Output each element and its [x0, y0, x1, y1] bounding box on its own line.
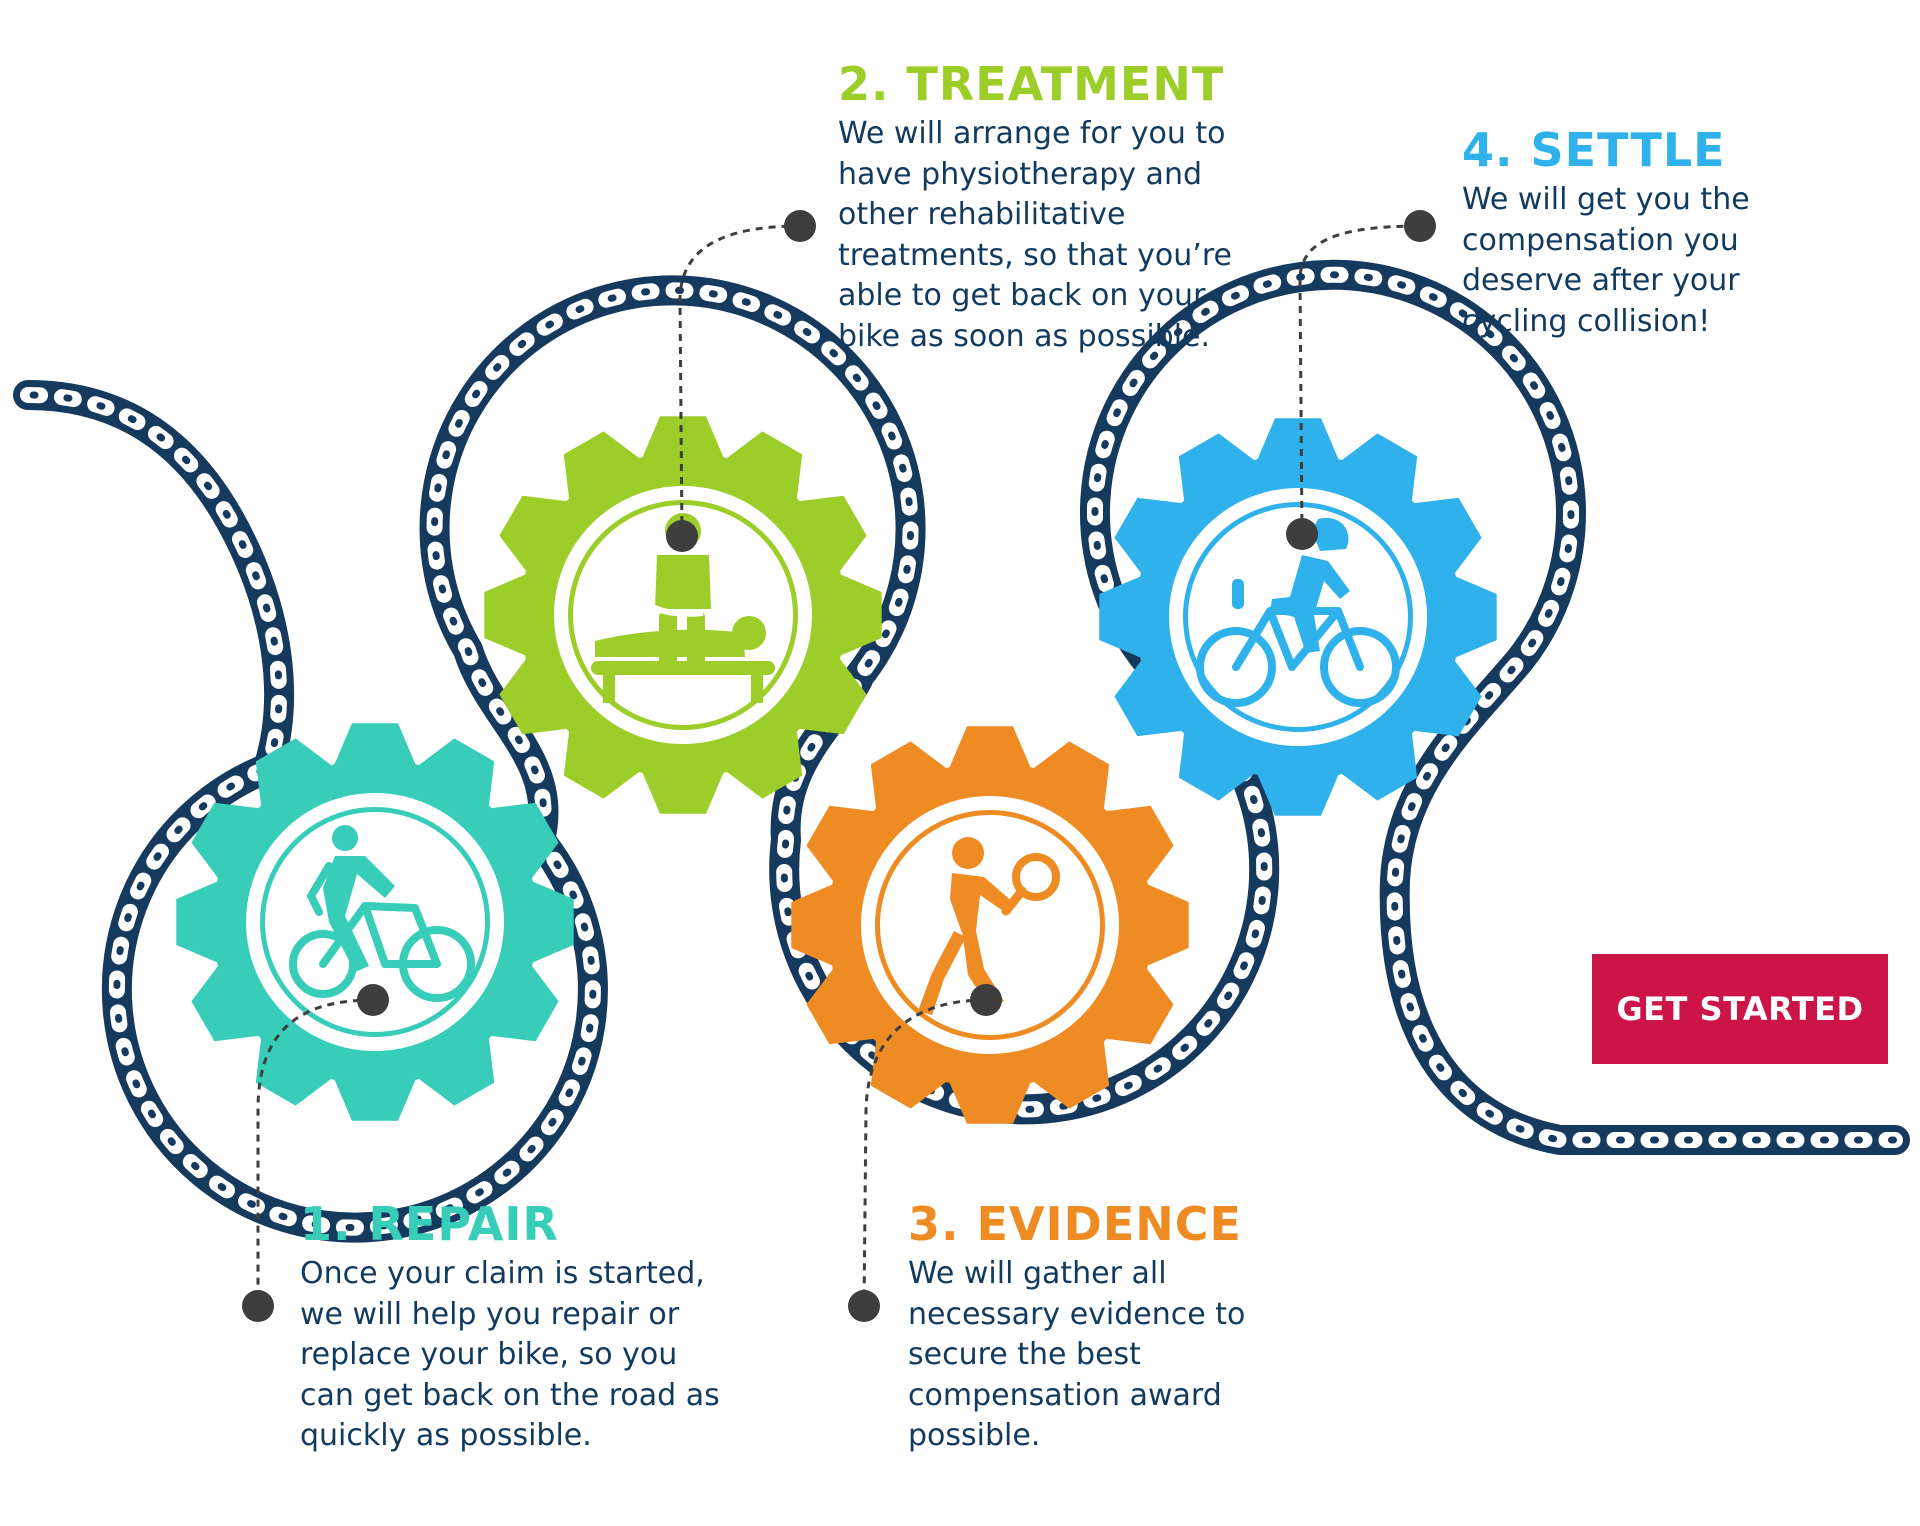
step-treatment-text: We will arrange for you to have physioth…: [838, 116, 1232, 354]
connector-evidence: [848, 984, 1002, 1322]
connector-settle: [1286, 210, 1436, 550]
connector-dot: [242, 1290, 274, 1322]
step-evidence: 3. EVIDENCE We will gather all necessary…: [908, 1198, 1288, 1457]
step-settle-text: We will get you the compensation you des…: [1462, 182, 1750, 339]
cyclist-icon: [289, 825, 475, 1002]
step-repair: 1. REPAIR Once your claim is started, we…: [300, 1198, 740, 1457]
step-settle-title: 4. SETTLE: [1462, 123, 1726, 177]
connector-dot: [970, 984, 1002, 1016]
connector-dot: [848, 1290, 880, 1322]
step-evidence-title: 3. EVIDENCE: [908, 1197, 1242, 1251]
cyclist-helmet-icon: [1196, 517, 1400, 707]
connector-dot: [784, 210, 816, 242]
step-settle: 4. SETTLE We will get you the compensati…: [1462, 124, 1822, 342]
massage-therapy-icon: [591, 513, 775, 703]
connector-dot: [1404, 210, 1436, 242]
step-repair-text: Once your claim is started, we will help…: [300, 1256, 720, 1453]
connector-dot: [357, 984, 389, 1016]
gear-evidence: [791, 726, 1189, 1124]
connector-dot: [666, 520, 698, 552]
gear-treatment: [484, 416, 882, 814]
step-evidence-text: We will gather all necessary evidence to…: [908, 1256, 1246, 1453]
gear-settle: [1099, 418, 1497, 816]
get-started-button[interactable]: GET STARTED: [1592, 954, 1888, 1064]
step-treatment-title: 2. TREATMENT: [838, 57, 1225, 111]
connector-treatment: [666, 210, 816, 552]
bike-chain: [13, 259, 1910, 1243]
gear-repair: [176, 723, 574, 1121]
connector-repair: [242, 984, 389, 1322]
dotted-connectors: [242, 210, 1436, 1322]
connector-dot: [1286, 518, 1318, 550]
step-repair-title: 1. REPAIR: [300, 1197, 559, 1251]
step-treatment: 2. TREATMENT We will arrange for you to …: [838, 58, 1238, 357]
gears: [176, 416, 1497, 1124]
